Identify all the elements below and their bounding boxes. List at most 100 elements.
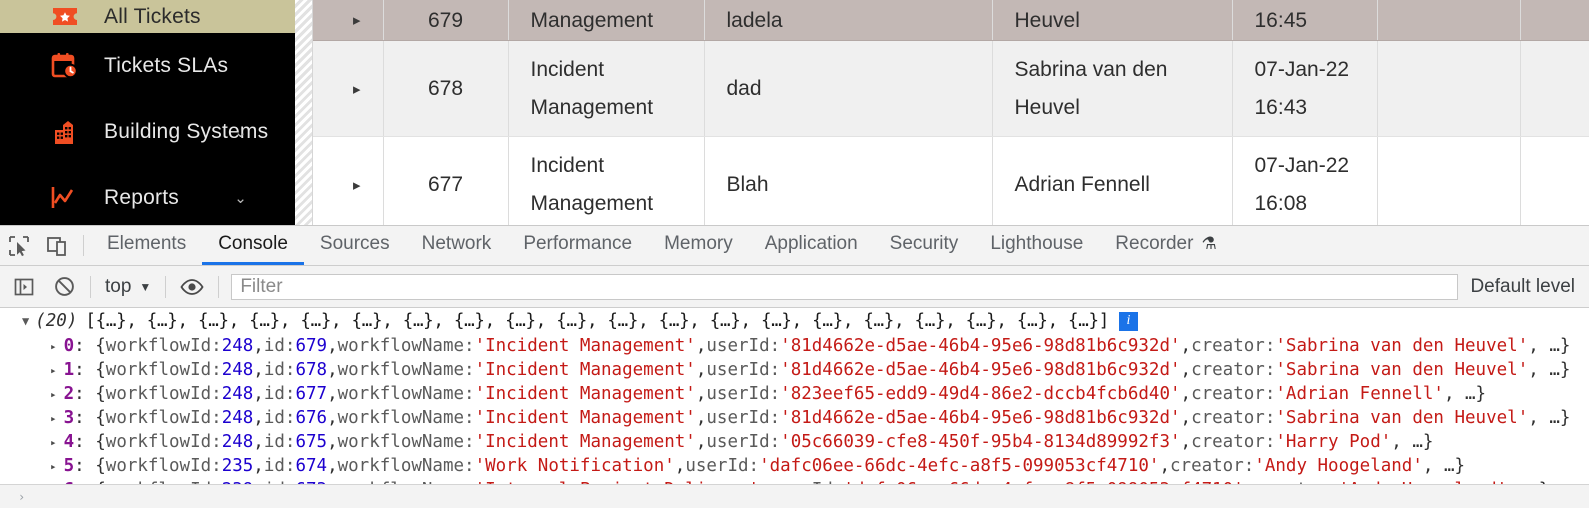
execution-context-selector[interactable]: top ▼	[97, 276, 159, 298]
value-workflow-id: 248	[221, 384, 254, 404]
cell-extra-1	[1377, 136, 1521, 225]
flask-icon: ⚗	[1201, 234, 1217, 253]
console-log-area[interactable]: ▼ (20) [{…}, {…}, {…}, {…}, {…}, {…}, {……	[0, 308, 1589, 508]
calendar-clock-icon	[48, 49, 82, 83]
entry-index: 1	[63, 360, 75, 380]
tab-performance[interactable]: Performance	[507, 226, 648, 265]
application-viewport: All Tickets Tickets SLAs	[0, 0, 1589, 225]
value-user-id: 'dafc06ee-66dc-4efc-a8f5-099053cf4710'	[759, 456, 1160, 476]
sidebar-item-tickets-slas[interactable]: Tickets SLAs	[0, 33, 295, 99]
chevron-down-icon[interactable]: ⌄	[234, 124, 247, 141]
value-user-id: '05c66039-cfe8-450f-95b4-8134d89992f3'	[780, 432, 1181, 452]
cell-date: 07-Jan-22 16:43	[1232, 40, 1378, 137]
chevron-down-icon[interactable]: ⌄	[234, 190, 247, 207]
toolbar-divider	[218, 275, 220, 298]
tab-application[interactable]: Application	[749, 226, 874, 265]
sidebar-item-label: Reports	[104, 186, 179, 209]
value-workflow-id: 248	[221, 432, 254, 452]
device-toolbar-icon[interactable]	[38, 226, 76, 265]
tab-memory[interactable]: Memory	[648, 226, 749, 265]
value-id: 679	[295, 336, 328, 356]
tab-label: Sources	[319, 233, 390, 254]
disclosure-triangle-icon[interactable]: ▸	[50, 459, 57, 473]
row-expander[interactable]: ▸	[313, 136, 384, 225]
value-id: 676	[295, 408, 328, 428]
console-entry[interactable]: ▸1: {workflowId: 248, id: 678, workflowN…	[50, 360, 1571, 380]
value-id: 674	[295, 456, 328, 476]
value-workflow-name: 'Incident Management'	[474, 336, 696, 356]
disclosure-triangle-icon[interactable]: ▸	[50, 435, 57, 449]
cell-workflow: Incident Management	[508, 40, 705, 137]
cell-id: 677	[383, 136, 509, 225]
tickets-table: ▸ 679 Management ladela Heuvel 16:45 ▸ 6…	[313, 0, 1589, 225]
tab-label: Application	[764, 233, 858, 254]
row-expander[interactable]: ▸	[313, 0, 384, 41]
prompt-caret-icon: ›	[18, 490, 26, 504]
console-array-summary[interactable]: ▼ (20) [{…}, {…}, {…}, {…}, {…}, {…}, {……	[0, 308, 1589, 334]
value-user-id: '81d4662e-d5ae-46b4-95e6-98d81b6c932d'	[780, 408, 1181, 428]
tab-recorder[interactable]: Recorder ⚗	[1099, 226, 1232, 265]
value-creator: 'Sabrina van den Heuvel'	[1275, 360, 1529, 380]
tab-label: Performance	[523, 233, 633, 254]
sidebar-item-building-systems[interactable]: Building Systems ⌄	[0, 99, 295, 165]
sidebar-navigation: All Tickets Tickets SLAs	[0, 0, 295, 225]
console-entry[interactable]: ▸5: {workflowId: 235, id: 674, workflowN…	[50, 456, 1466, 476]
disclosure-triangle-icon[interactable]: ▸	[50, 363, 57, 377]
disclosure-triangle-icon[interactable]: ▼	[22, 314, 30, 328]
chevron-down-icon: ▼	[139, 279, 152, 294]
info-badge[interactable]: i	[1118, 311, 1138, 331]
tab-label: Security	[889, 233, 959, 254]
console-sidebar-icon[interactable]	[4, 267, 44, 307]
tab-console[interactable]: Console	[202, 226, 304, 265]
disclosure-triangle-icon[interactable]: ▸	[50, 411, 57, 425]
disclosure-triangle-icon[interactable]: ▸	[50, 339, 57, 353]
value-creator: 'Andy Hoogeland'	[1254, 456, 1423, 476]
value-creator: 'Adrian Fennell'	[1275, 384, 1444, 404]
sidebar-item-all-tickets[interactable]: All Tickets	[0, 0, 295, 33]
console-prompt-bar[interactable]: ›	[0, 484, 1589, 508]
filter-placeholder: Filter	[240, 275, 283, 297]
clear-console-icon[interactable]	[44, 267, 84, 307]
disclosure-triangle-icon[interactable]: ▸	[50, 387, 57, 401]
console-entry[interactable]: ▸3: {workflowId: 248, id: 676, workflowN…	[50, 408, 1571, 428]
entry-index: 5	[63, 456, 75, 476]
log-level-label: Default level	[1470, 275, 1575, 297]
table-row[interactable]: ▸ 677 Incident Management Blah Adrian Fe…	[313, 136, 1589, 225]
entry-index: 3	[63, 408, 75, 428]
chart-line-icon	[48, 181, 82, 215]
value-creator: 'Sabrina van den Heuvel'	[1275, 336, 1529, 356]
tab-network[interactable]: Network	[406, 226, 508, 265]
value-user-id: '81d4662e-d5ae-46b4-95e6-98d81b6c932d'	[780, 336, 1181, 356]
context-label: top	[105, 275, 132, 297]
console-entry[interactable]: ▸4: {workflowId: 248, id: 675, workflowN…	[50, 432, 1434, 452]
console-entry[interactable]: ▸2: {workflowId: 248, id: 677, workflowN…	[50, 384, 1487, 404]
tab-lighthouse[interactable]: Lighthouse	[974, 226, 1099, 265]
value-id: 678	[295, 360, 328, 380]
log-level-selector[interactable]: Default level	[1466, 276, 1585, 298]
value-user-id: '81d4662e-d5ae-46b4-95e6-98d81b6c932d'	[780, 360, 1181, 380]
table-row[interactable]: ▸ 678 Incident Management dad Sabrina va…	[313, 40, 1589, 137]
array-preview: [{…}, {…}, {…}, {…}, {…}, {…}, {…}, {…},…	[85, 311, 1109, 331]
tab-sources[interactable]: Sources	[304, 226, 406, 265]
tab-elements[interactable]: Elements	[91, 226, 202, 265]
building-icon	[48, 115, 82, 149]
value-workflow-name: 'Incident Management'	[474, 408, 696, 428]
console-entry[interactable]: ▸0: {workflowId: 248, id: 679, workflowN…	[50, 336, 1571, 356]
inspect-element-icon[interactable]	[0, 226, 38, 265]
tab-security[interactable]: Security	[874, 226, 975, 265]
console-prompt[interactable]: ›	[0, 485, 1589, 508]
cell-title: ladela	[704, 0, 993, 41]
row-expander[interactable]: ▸	[313, 40, 384, 137]
tab-label: Elements	[107, 233, 187, 254]
cell-creator: Heuvel	[992, 0, 1233, 41]
value-workflow-id: 235	[221, 456, 254, 476]
table-row[interactable]: ▸ 679 Management ladela Heuvel 16:45	[313, 0, 1589, 41]
sidebar-item-reports[interactable]: Reports ⌄	[0, 165, 295, 225]
sidebar-item-label: Building Systems	[104, 120, 269, 143]
live-expression-icon[interactable]	[172, 267, 212, 307]
cell-date: 16:45	[1232, 0, 1378, 41]
console-filter-input[interactable]: Filter	[231, 273, 1459, 300]
tab-label: Lighthouse	[990, 233, 1084, 254]
cell-id: 679	[383, 0, 509, 41]
value-creator: 'Sabrina van den Heuvel'	[1275, 408, 1529, 428]
